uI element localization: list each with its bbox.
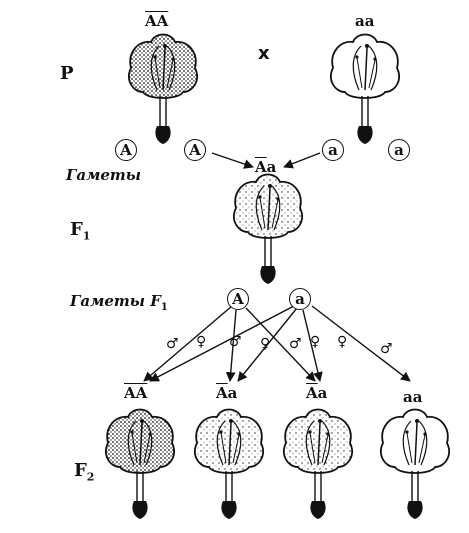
arrow-a-to-AA (149, 305, 295, 382)
f2-flower-aa (380, 408, 450, 520)
arrow-a-to-Aa-1 (237, 307, 298, 382)
parent-dominant-genotype: AA (145, 12, 169, 30)
female-symbol-3: ♀ (310, 334, 321, 350)
male-symbol-4: ♂ (380, 341, 393, 357)
arrow-A-to-AA (143, 305, 233, 382)
arrow-gamete-a-to-f1 (283, 152, 321, 169)
f2-genotype-Aa-1: Aa (216, 384, 238, 402)
gamete-f1-a: a (289, 288, 311, 310)
male-symbol-2: ♂ (229, 334, 242, 350)
f2-flower-AA (105, 408, 175, 520)
male-symbol-1: ♂ (166, 336, 179, 352)
gametes-label: Гаметы (66, 166, 142, 184)
generation-label-p: P (60, 63, 74, 84)
gamete-p-A-inner: A (184, 139, 206, 161)
parent-recessive-genotype: aa (355, 12, 375, 30)
f2-flower-Aa-2 (283, 408, 353, 520)
arrow-A-to-Aa-1 (225, 309, 237, 382)
parent-recessive-flower (330, 33, 400, 145)
generation-label-f2: F2 (74, 460, 95, 484)
f1-flower (233, 173, 303, 285)
f2-genotype-AA: AA (124, 384, 148, 402)
male-symbol-3: ♂ (289, 336, 302, 352)
gamete-p-a-inner: a (322, 139, 344, 161)
gamete-p-a-outer: a (388, 139, 410, 161)
gamete-p-A-outer: A (115, 139, 137, 161)
gametes-f1-label: Гаметы F1 (70, 292, 168, 313)
parent-dominant-flower (128, 33, 198, 145)
cross-symbol: x (258, 43, 270, 64)
female-symbol-2: ♀ (260, 336, 271, 352)
arrow-a-to-aa (311, 305, 411, 382)
f2-genotype-Aa-2: Aa (306, 384, 328, 402)
f2-genotype-aa: aa (403, 388, 423, 406)
arrow-a-to-Aa-2 (302, 309, 323, 382)
gamete-f1-A: A (227, 288, 249, 310)
f2-flower-Aa-1 (194, 408, 264, 520)
arrow-gamete-A-to-f1 (211, 152, 254, 169)
female-symbol-4: ♀ (337, 334, 348, 350)
f1-genotype: Aa (255, 158, 277, 176)
generation-label-f1: F1 (70, 219, 91, 243)
female-symbol-1: ♀ (196, 334, 207, 350)
arrow-A-to-Aa-2 (245, 307, 316, 382)
